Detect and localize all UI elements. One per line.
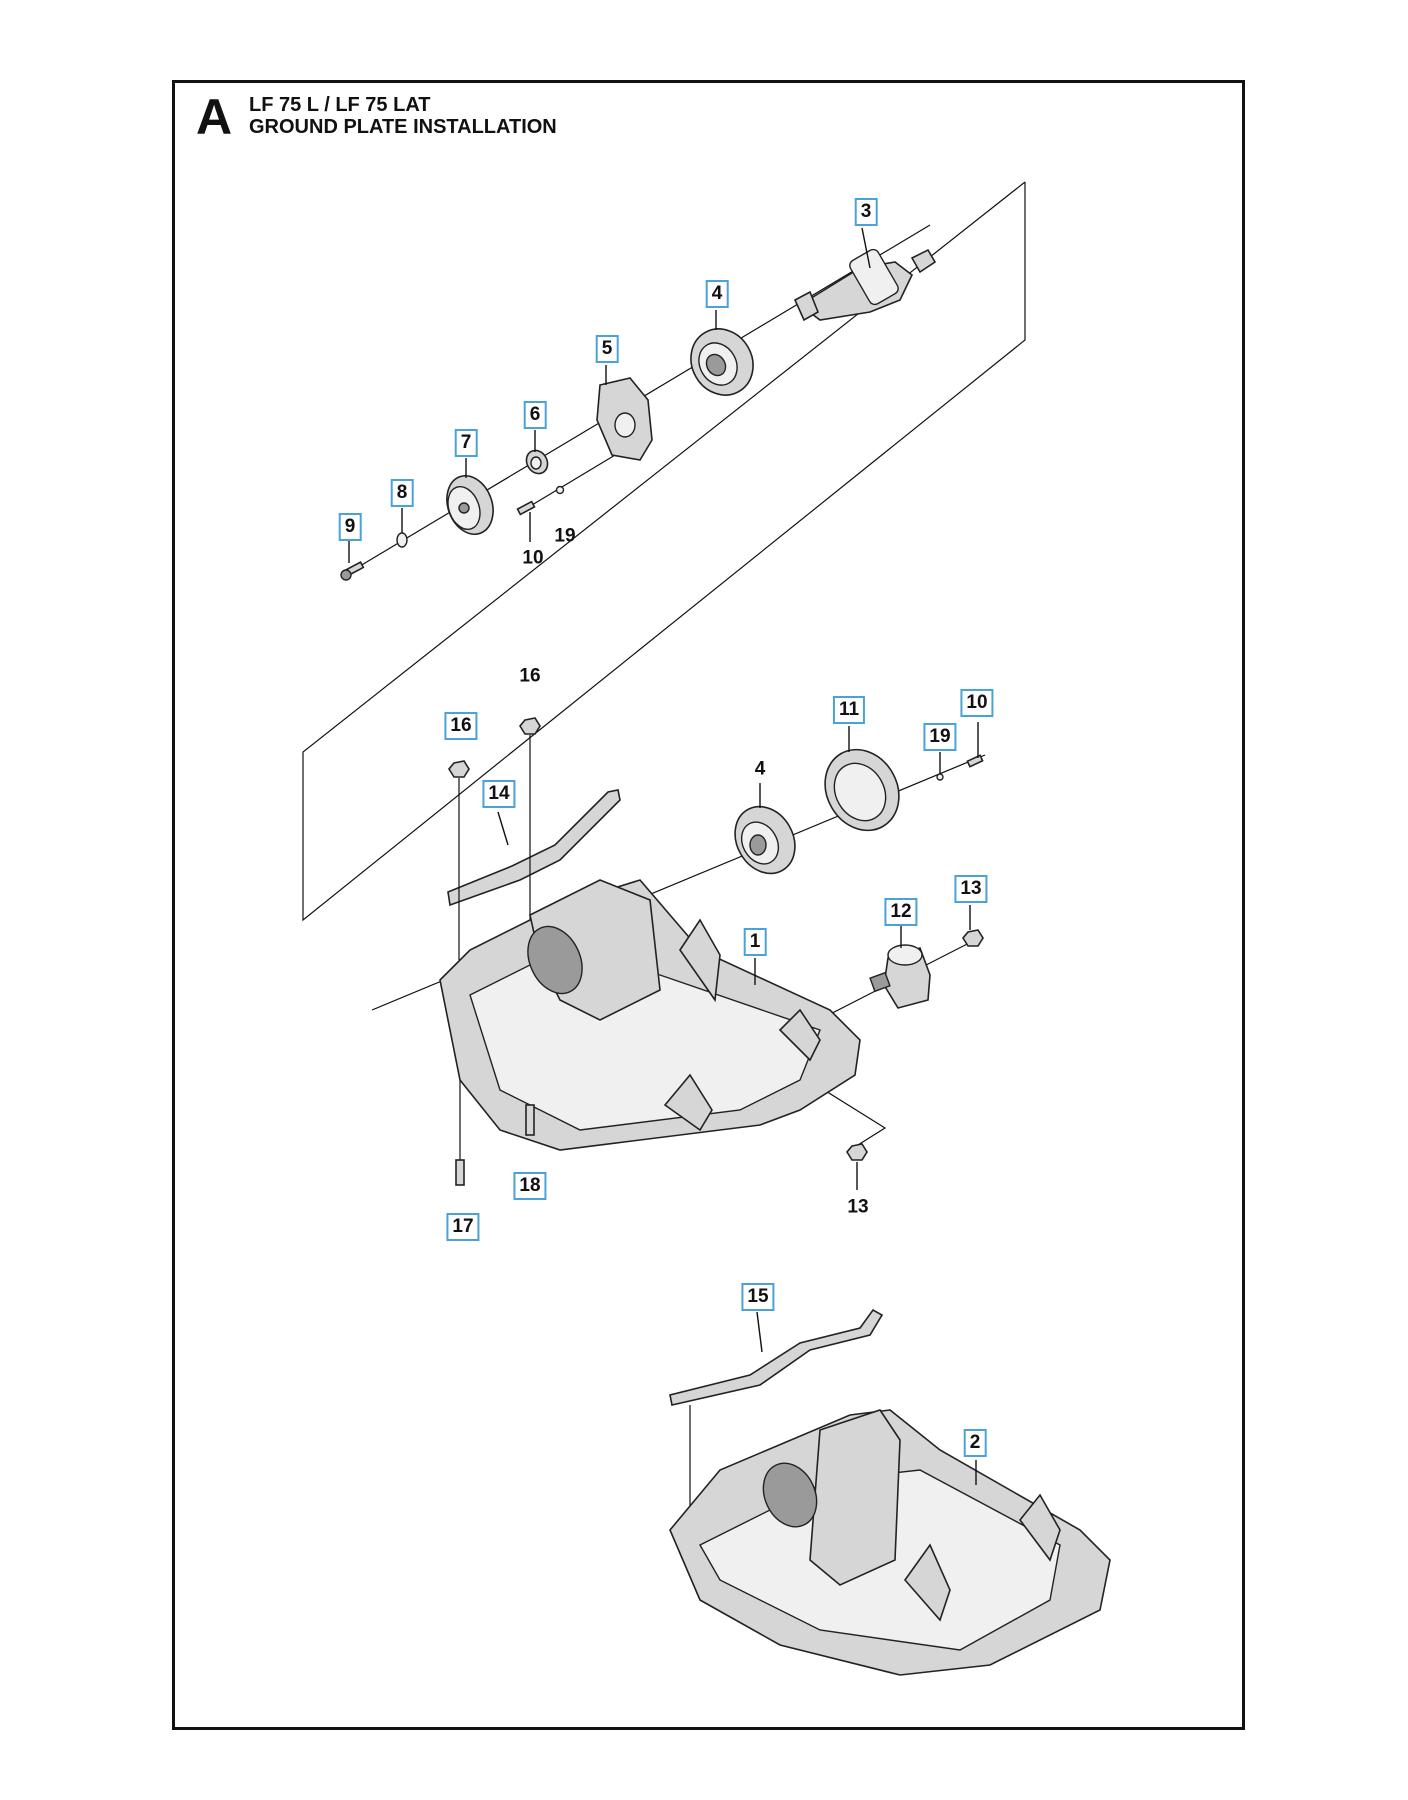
seal-ring: [525, 449, 549, 475]
pulley-bolt: [340, 561, 365, 581]
nut-16-left: [448, 760, 470, 778]
bolt-18: [525, 1104, 535, 1136]
bearing-lower: [734, 805, 796, 875]
nut-16-center: [519, 717, 541, 735]
bracket-15: [669, 1308, 884, 1406]
callout-part-4-upper: 4: [705, 280, 729, 308]
nut-13-upper: [962, 929, 984, 947]
group-outline: [302, 181, 1026, 922]
callout-part-18: 18: [513, 1172, 547, 1200]
callout-part-16-left: 16: [444, 712, 478, 740]
washer-19-upper: [555, 485, 565, 495]
callout-part-11: 11: [832, 696, 866, 724]
callout-part-1: 1: [743, 928, 767, 956]
callout-part-8: 8: [390, 479, 414, 507]
callout-part-4-lower: 4: [754, 758, 766, 780]
callout-part-9: 9: [338, 513, 362, 541]
callout-part-2: 2: [963, 1429, 987, 1457]
washer: [396, 532, 408, 548]
cover-screw-upper: [516, 500, 536, 516]
bolt-17: [455, 1159, 465, 1186]
bearing-upper: [690, 328, 754, 396]
leader-14: [497, 811, 509, 846]
ground-plate-1: [439, 879, 861, 1151]
callout-part-16-top: 16: [519, 665, 541, 687]
flange-seal: [824, 748, 900, 832]
cover-screw-lower: [966, 754, 984, 768]
bracket-14: [447, 789, 621, 907]
callout-part-10-lower: 10: [960, 689, 994, 717]
diagram-title-models: LF 75 L / LF 75 LAT: [249, 94, 431, 116]
pulley: [446, 475, 494, 535]
bearing-cover: [596, 377, 653, 461]
callout-part-13-lower: 13: [847, 1196, 869, 1218]
diagram-title-assembly: GROUND PLATE INSTALLATION: [249, 116, 557, 138]
callout-part-13-upper: 13: [954, 875, 988, 903]
callout-part-19-upper: 19: [554, 525, 576, 547]
rubber-mount: [869, 944, 931, 1009]
callout-part-3: 3: [854, 198, 878, 226]
leader-15: [756, 1311, 763, 1353]
callout-part-15: 15: [741, 1283, 775, 1311]
section-letter: A: [196, 89, 233, 145]
callout-part-5: 5: [595, 335, 619, 363]
callout-part-10-upper: 10: [522, 547, 544, 569]
diagram-frame: [172, 80, 1245, 1730]
callout-part-7: 7: [454, 429, 478, 457]
washer-19-lower: [936, 773, 944, 781]
nut-13-lower: [846, 1143, 868, 1161]
callout-part-17: 17: [446, 1213, 480, 1241]
callout-part-6: 6: [523, 401, 547, 429]
leader-3: [861, 227, 871, 269]
callout-part-19-lower: 19: [923, 723, 957, 751]
callout-part-14: 14: [482, 780, 516, 808]
eccentric-shaft: [793, 248, 937, 322]
callout-part-12: 12: [884, 898, 918, 926]
ground-plate-2: [669, 1409, 1111, 1676]
